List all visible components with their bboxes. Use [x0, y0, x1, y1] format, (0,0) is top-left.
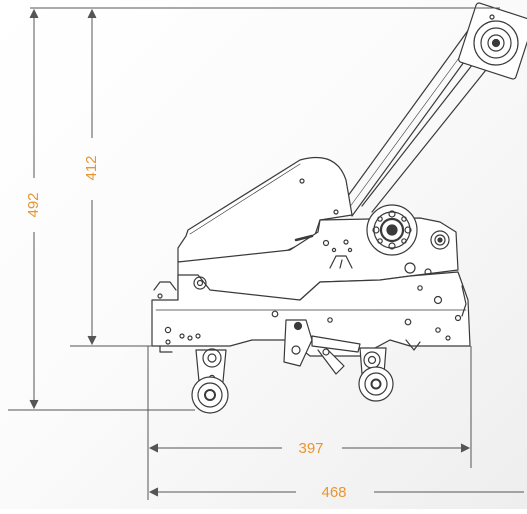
- base-plate: [151, 271, 471, 357]
- dimension-label-412: 412: [83, 155, 100, 180]
- base-bolts: [157, 276, 462, 345]
- dimension-492-line: [29, 8, 39, 410]
- dimension-label-397: 397: [298, 440, 323, 457]
- machine-outline: [151, 2, 527, 414]
- dimension-468-line: [148, 487, 524, 497]
- drive-wheel: [430, 230, 450, 250]
- dimension-label-492: 492: [25, 192, 42, 217]
- dimension-label-468: 468: [321, 484, 346, 501]
- dimension-397-line: [148, 443, 471, 453]
- right-roller-arm: [358, 347, 394, 402]
- dimension-lines: [8, 7, 524, 500]
- winch-reel: [366, 204, 418, 256]
- ratchet-mechanism: [283, 319, 361, 375]
- top-pulley-assembly: [458, 2, 527, 80]
- dimension-412-line: [87, 8, 97, 346]
- left-roller-arm: [191, 348, 229, 414]
